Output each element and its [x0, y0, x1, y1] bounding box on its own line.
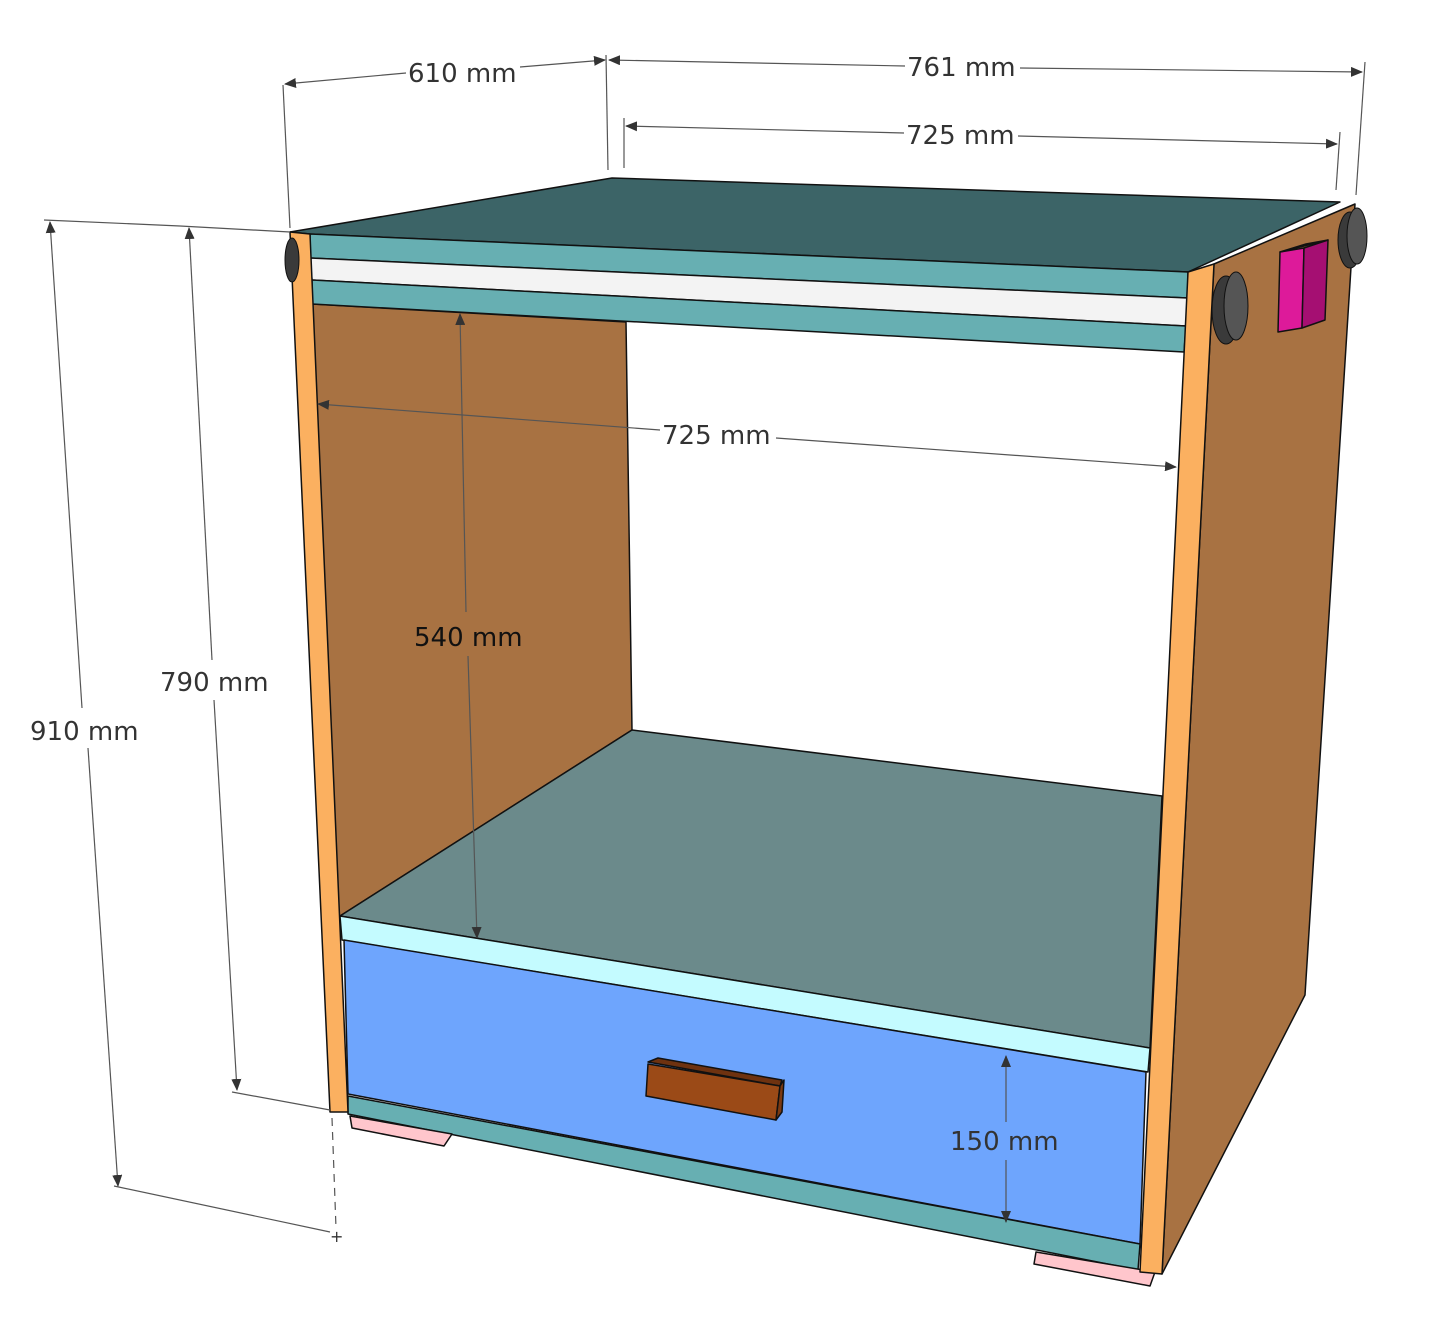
magenta-block	[1277, 239, 1329, 333]
dim-540: 540 mm	[414, 313, 523, 939]
dim-725-middle: 725 mm	[317, 399, 1177, 472]
svg-text:150 mm: 150 mm	[950, 1127, 1059, 1157]
dim-150: 150 mm	[950, 1055, 1059, 1223]
svg-text:+: +	[330, 1227, 343, 1246]
dim-761: 761 mm	[608, 53, 1366, 196]
foot-left	[349, 1115, 453, 1147]
svg-text:910 mm: 910 mm	[30, 717, 139, 747]
svg-text:540 mm: 540 mm	[414, 623, 523, 653]
shelf-front-edge	[339, 915, 1151, 1073]
svg-text:790 mm: 790 mm	[160, 668, 269, 698]
dim-790: 790 mm	[160, 225, 331, 1111]
dim-725-top: 725 mm	[623, 118, 1341, 191]
svg-text:725 mm: 725 mm	[662, 421, 771, 451]
right-side-edge	[1139, 263, 1215, 1275]
knob-icon	[1211, 271, 1249, 345]
dim-910: + 910 mm	[30, 219, 343, 1246]
dim-610: 610 mm	[282, 54, 609, 229]
foot-right	[1033, 1251, 1156, 1287]
svg-text:610 mm: 610 mm	[408, 59, 517, 89]
drawer-handle[interactable]	[645, 1057, 785, 1121]
svg-text:761 mm: 761 mm	[907, 53, 1016, 83]
svg-text:725 mm: 725 mm	[906, 121, 1015, 151]
left-side-edge	[289, 231, 349, 1113]
knob-icon	[1337, 207, 1368, 269]
knob-icon	[284, 237, 300, 283]
